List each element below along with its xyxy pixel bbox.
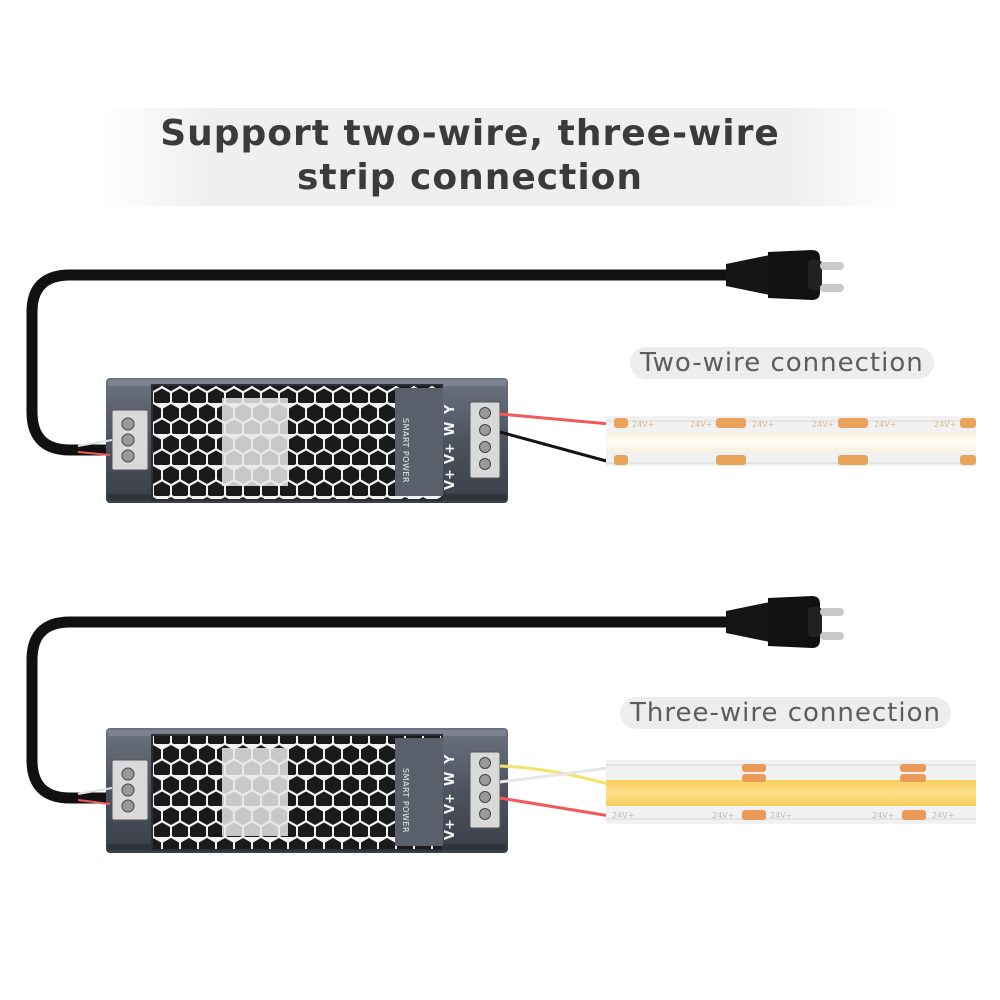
title-line-2: strip connection (296, 157, 644, 198)
eu-plug (726, 596, 844, 648)
output-wire-yellow (499, 764, 609, 786)
output-wire-white (499, 766, 609, 784)
strip-marking-2: 24V+ (712, 811, 734, 820)
terminal-label-3: W (443, 772, 458, 786)
two-wire-section: SMART POWER V+ V+ W Y (26, 250, 976, 503)
strip-marking-2: 24V+ (690, 420, 712, 429)
strip-marking-4: 24V+ (872, 811, 894, 820)
eu-plug (726, 250, 844, 300)
strip-marking-5: 24V+ (874, 420, 896, 429)
terminal-labels: V+ V+ W Y (443, 404, 458, 490)
terminal-label-4: Y (443, 404, 458, 415)
led-driver-power-supply: SMART POWER V+ V+ W Y (106, 728, 508, 853)
output-wire-black (499, 430, 611, 464)
input-wire-red (77, 799, 111, 805)
strip-marking-4: 24V+ (812, 420, 834, 429)
terminal-label-3: W (443, 422, 458, 436)
page-title: Support two-wire, three-wire strip conne… (0, 112, 940, 200)
strip-marking-3: 24V+ (752, 420, 774, 429)
ac-cable (26, 269, 741, 456)
led-driver-power-supply: SMART POWER V+ V+ W Y (106, 378, 508, 503)
terminal-labels: V+ V+ W Y (443, 754, 458, 840)
terminal-label-4: Y (443, 754, 458, 765)
terminal-label-2: V+ (443, 793, 458, 814)
three-wire-section: SMART POWER V+ V+ W Y (26, 596, 976, 853)
device-brand-text: SMART POWER (401, 768, 410, 833)
input-wire-red (77, 451, 111, 456)
terminal-label-1: V+ (443, 469, 458, 490)
strip-marking-6: 24V+ (934, 420, 956, 429)
terminal-label-1: V+ (443, 819, 458, 840)
two-wire-connection-label: Two-wire connection (630, 347, 934, 379)
terminal-label-2: V+ (443, 443, 458, 464)
title-band (100, 108, 900, 206)
input-wire-white (77, 439, 113, 447)
title-line-1: Support two-wire, three-wire (160, 113, 780, 154)
output-wire-red (499, 796, 611, 818)
device-brand-text: SMART POWER (401, 418, 410, 483)
ac-cable (26, 616, 741, 804)
strip-marking-5: 24V+ (932, 811, 954, 820)
three-wire-led-strip: 24V+ 24V+ 24V+ 24V+ 24V+ (606, 760, 976, 824)
output-wire-red (499, 412, 611, 426)
two-wire-led-strip: 24V+ 24V+ 24V+ 24V+ 24V+ 24V+ (606, 416, 976, 466)
strip-marking-1: 24V+ (632, 420, 654, 429)
input-wire-white (77, 787, 113, 795)
strip-marking-1: 24V+ (612, 811, 634, 820)
strip-marking-3: 24V+ (770, 811, 792, 820)
three-wire-connection-label: Three-wire connection (620, 697, 951, 729)
